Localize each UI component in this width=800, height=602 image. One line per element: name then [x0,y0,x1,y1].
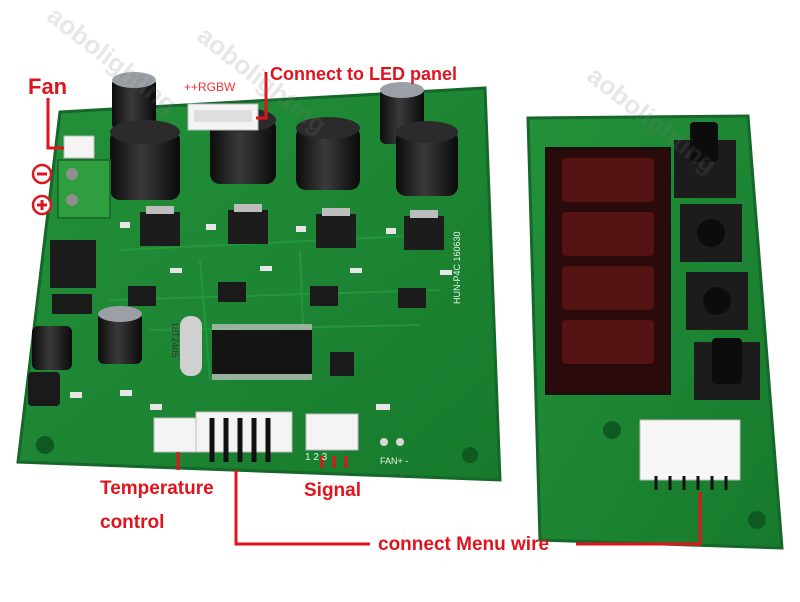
led-panel-connector [187,103,259,131]
mosfet [316,208,356,248]
ic-chip [330,352,354,376]
capacitor [98,306,142,364]
mosfet [228,204,268,244]
capacitor [28,372,60,406]
fan-connector [63,135,95,159]
mounting-hole [462,447,478,463]
signal-connector [305,413,359,451]
push-button [680,204,742,262]
menu-connector [195,411,293,462]
signal-label: Signal [304,480,362,501]
rgbw-label: ++RGBW [184,80,236,94]
menu-wire-line-right [576,492,702,546]
display-menu-board [526,114,784,550]
push-button [694,338,760,400]
menu-board-connector [639,419,741,490]
capacitor [32,326,72,370]
temperature-label: Temperature [100,478,214,499]
mounting-hole [36,436,54,454]
fan-pins [380,438,404,446]
ic-chip [52,294,92,314]
mosfet [140,206,180,246]
smd-components [70,222,452,410]
connect-menu-label: connect Menu wire [378,534,550,555]
fan-pointer-line [46,98,64,150]
main-control-board [16,72,502,482]
temperature-connector [153,417,197,453]
mosfet [404,210,444,250]
fan-pin-label: FAN+ - [380,456,409,466]
ic-chip [398,288,426,308]
chip-marking: 18T2405 [170,322,180,358]
regulator [50,240,96,288]
fan-label: Fan [28,74,68,99]
capacitor [296,117,360,190]
board-id: HUN-P4C 160630 [452,231,462,304]
capacitor [396,121,458,196]
push-button [674,122,736,198]
seven-segment-display [545,147,671,395]
power-terminal-block [57,159,111,219]
microcontroller [212,324,312,380]
capacitor [110,120,180,200]
mounting-hole [603,421,621,439]
signal-pointer-lines [320,456,348,468]
push-button [686,272,748,330]
ic-chip [310,286,338,306]
capacitor [112,72,156,130]
connect-led-label: Connect to LED panel [270,64,458,84]
annotation-lines [46,72,702,546]
control-label: control [100,512,165,533]
led-pointer-line [256,72,268,120]
ic-chip [218,282,246,302]
plus-symbol-icon [31,194,53,216]
ic-chip [128,286,156,306]
minus-symbol-icon [31,163,53,185]
crystal [180,316,202,376]
menu-wire-line-left [234,470,370,546]
mounting-hole [748,511,766,529]
pin-numbers: 1 2 3 [305,452,328,463]
